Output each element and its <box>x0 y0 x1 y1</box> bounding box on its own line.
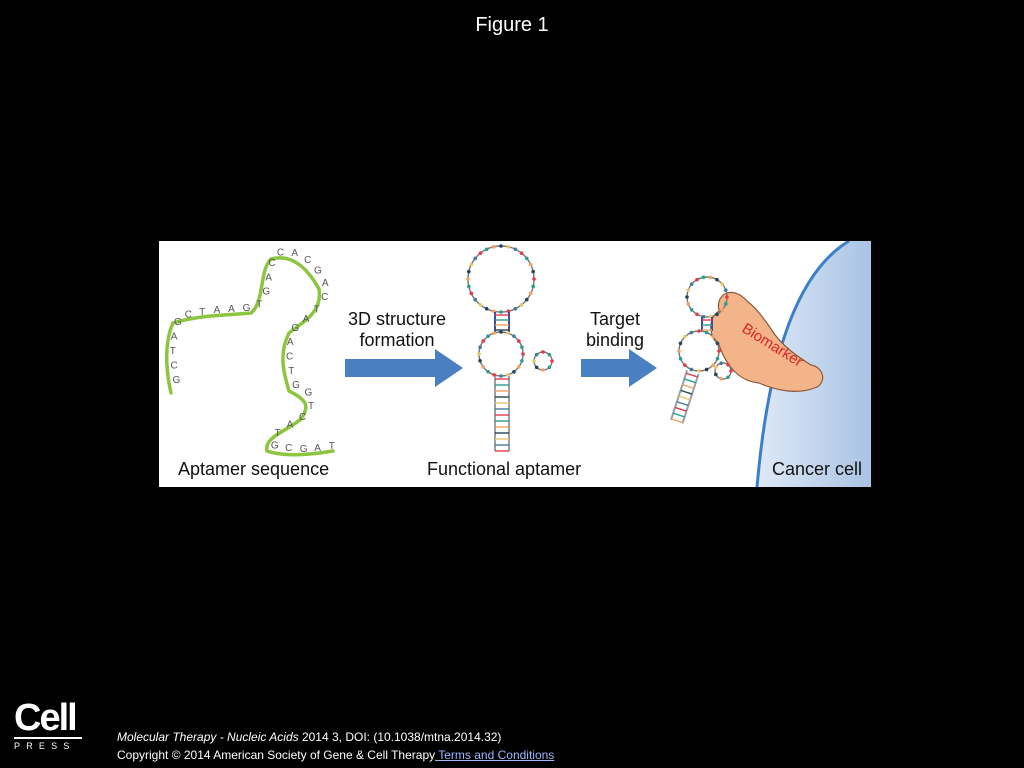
sequence-letter: G <box>174 317 182 328</box>
sequence-letter: G <box>300 444 308 455</box>
copyright-line: Copyright © 2014 American Society of Gen… <box>117 748 554 762</box>
sequence-letter: C <box>299 412 306 423</box>
copyright-text: Copyright © 2014 American Society of Gen… <box>117 748 436 762</box>
structure-formation-line2: formation <box>359 330 435 350</box>
structure-formation-line1: 3D structure <box>347 309 447 329</box>
sequence-letter: G <box>314 266 322 277</box>
sequence-letter: G <box>291 323 299 334</box>
aptamer-sequence-label: Aptamer sequence <box>178 459 330 479</box>
sequence-letter: T <box>308 401 314 412</box>
arrow-structure-formation-icon <box>345 349 463 387</box>
sequence-letter: T <box>199 307 205 318</box>
sequence-letter: C <box>170 360 177 371</box>
cancer-cell-shape <box>757 241 871 487</box>
sequence-letter: A <box>171 331 178 342</box>
sequence-letter: C <box>304 255 311 266</box>
cancer-cell-label: Cancer cell <box>772 459 863 479</box>
functional-aptamer-shape <box>466 244 554 452</box>
sequence-letter: G <box>292 380 300 391</box>
sequence-letter: A <box>228 304 235 315</box>
sequence-letter: G <box>243 303 251 314</box>
figure-title: Figure 1 <box>475 14 549 36</box>
logo-subtitle: PRESS <box>14 741 76 751</box>
sequence-letter: A <box>214 305 221 316</box>
sequence-letter: T <box>288 366 294 377</box>
sequence-letter: G <box>271 440 279 451</box>
sequence-letter: A <box>287 420 294 431</box>
sequence-letter: C <box>321 292 328 303</box>
target-binding-line1: Target <box>589 309 641 329</box>
sequence-letter: A <box>265 272 272 283</box>
sequence-letter: G <box>262 287 270 298</box>
sequence-letter: A <box>287 337 294 348</box>
journal-name: Molecular Therapy - Nucleic Acids <box>117 730 299 744</box>
citation-line: Molecular Therapy - Nucleic Acids 2014 3… <box>117 730 501 744</box>
sequence-letter: A <box>322 278 329 289</box>
arrow-target-binding-icon <box>581 349 657 387</box>
cancer-cell-membrane-shape <box>755 241 850 487</box>
cell-press-logo: Cell PRESS <box>14 697 82 752</box>
structure-formation-label: 3D structure formation <box>341 309 453 351</box>
logo-rule <box>14 737 82 739</box>
aptamer-strand-shape <box>164 256 335 457</box>
target-binding-line2: binding <box>585 330 645 350</box>
sequence-letter: G <box>304 388 312 399</box>
sequence-letter: C <box>268 258 275 269</box>
sequence-letter: C <box>286 352 293 363</box>
sequence-letter: C <box>185 310 192 321</box>
sequence-letter: T <box>314 305 320 316</box>
bound-aptamer-shape <box>670 275 733 424</box>
citation-details: 2014 3, DOI: (10.1038/mtna.2014.32) <box>298 730 502 744</box>
functional-aptamer-label: Functional aptamer <box>427 459 582 479</box>
logo-word: Cell <box>14 697 78 739</box>
sequence-letter: T <box>329 441 335 452</box>
sequence-letter: T <box>170 346 176 357</box>
target-binding-label: Target binding <box>575 309 655 351</box>
sequence-letter: A <box>291 248 298 259</box>
sequence-letter: G <box>173 375 181 386</box>
sequence-letter: C <box>277 247 284 258</box>
sequence-letter: C <box>285 443 292 454</box>
sequence-letter: T <box>275 428 281 439</box>
terms-link[interactable]: Terms and Conditions <box>435 748 555 762</box>
sequence-letter: T <box>256 300 262 311</box>
sequence-letter: A <box>314 443 321 454</box>
sequence-letter: A <box>303 314 310 325</box>
